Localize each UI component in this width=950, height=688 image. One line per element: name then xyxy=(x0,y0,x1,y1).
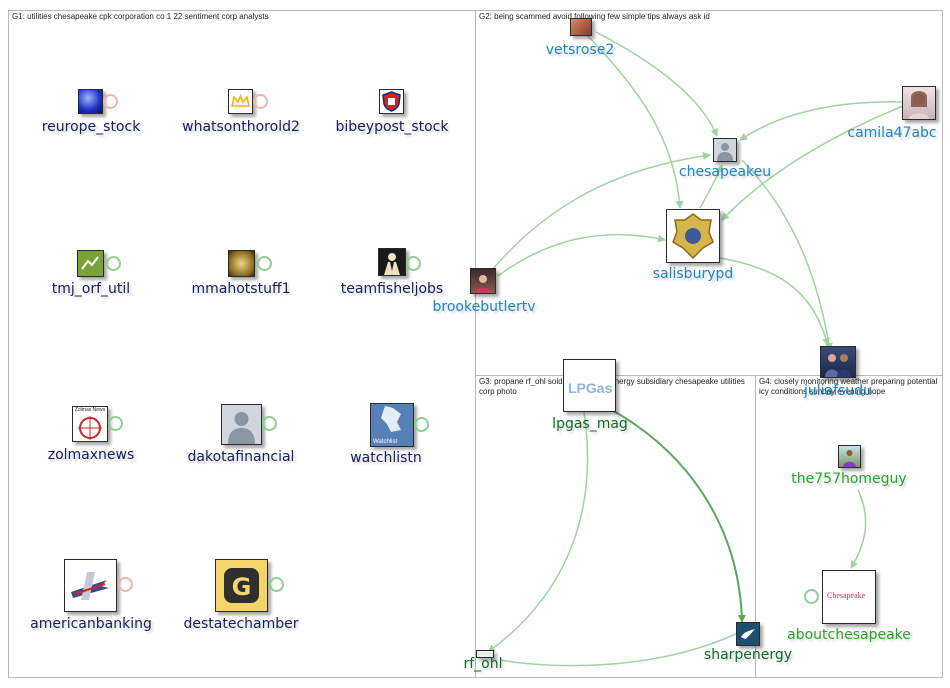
self-loop xyxy=(108,416,123,431)
globe-avatar xyxy=(78,89,103,114)
sharpenergy-avatar xyxy=(736,622,760,646)
self-loop xyxy=(262,416,277,431)
edge-vetsrose2-salisburypd xyxy=(585,33,684,209)
lpgas-logo-text: LPGas xyxy=(568,380,613,396)
default-avatar xyxy=(221,404,262,445)
node-label: vetsrose2 xyxy=(545,42,615,58)
arrow-logo-icon xyxy=(71,572,109,600)
node-label: watchlistn xyxy=(350,450,422,466)
node-label: juliafsudu xyxy=(804,383,872,399)
node-label: lpgas_mag xyxy=(552,416,628,432)
edge-salisburypd-juliafsudu xyxy=(719,257,830,346)
node-label: dakotafinancial xyxy=(187,449,295,465)
edge-sharpenergy-rf_ohl xyxy=(499,631,741,667)
person-icon xyxy=(379,249,405,275)
chesapeake-logo-text: Chesapeake xyxy=(827,591,866,600)
node-label: camila47abc xyxy=(847,125,937,141)
node-label: sharpenergy xyxy=(703,647,793,663)
edge-chesapeakeu-juliafsudu xyxy=(741,159,833,351)
zolmax-logo-text: Zolmax News xyxy=(74,407,106,413)
node-label: americanbanking xyxy=(30,616,152,632)
node-label: mmahotstuff1 xyxy=(191,281,291,297)
node-label: reurope_stock xyxy=(41,119,141,135)
person-photo-icon xyxy=(909,91,929,119)
edge-salisburypd-chesapeakeu xyxy=(699,164,724,209)
person-photo-icon xyxy=(475,275,491,293)
self-loop xyxy=(804,589,819,604)
group-title: G1: utilities chesapeake cpk corporation… xyxy=(12,12,269,21)
edge-vetsrose2-chesapeakeu xyxy=(595,31,719,137)
self-loop xyxy=(253,94,268,109)
node-label: teamfisheljobs xyxy=(340,281,444,297)
node-label: zolmaxnews xyxy=(47,447,135,463)
node-label: chesapeakeu xyxy=(678,164,772,180)
watchlist-avatar: Watchlist News xyxy=(370,403,414,447)
node-label: brookebutlertv xyxy=(432,299,536,315)
map-icon xyxy=(371,404,413,434)
self-loop xyxy=(103,94,118,109)
node-label: the757homeguy xyxy=(791,471,907,487)
photo-avatar xyxy=(838,445,861,468)
banking-avatar xyxy=(64,559,117,612)
lpgas-avatar: LPGas xyxy=(563,359,616,412)
photo-avatar xyxy=(570,18,592,36)
shield-avatar xyxy=(379,89,404,114)
chesapeake-logo-avatar: Chesapeake xyxy=(822,570,876,624)
node-label: tmj_orf_util xyxy=(51,281,131,297)
photo-avatar xyxy=(902,86,936,120)
node-label: bibeypost_stock xyxy=(335,119,449,135)
edge-camila-salisburypd xyxy=(721,105,904,221)
user-icon xyxy=(717,143,733,161)
edge-lpgas-sharpenergy xyxy=(611,409,746,623)
node-label: salisburypd xyxy=(652,266,734,282)
person-avatar xyxy=(378,248,406,276)
person-photo-icon xyxy=(843,450,856,467)
group-photo-icon xyxy=(825,354,851,377)
self-loop xyxy=(118,577,133,592)
crown-avatar xyxy=(228,89,253,114)
gold-avatar xyxy=(228,250,255,277)
badge-avatar xyxy=(666,209,720,263)
chart-avatar xyxy=(77,250,104,277)
node-label: rf_ohl xyxy=(463,656,503,672)
small-avatar xyxy=(476,650,494,658)
node-label: aboutchesapeake xyxy=(787,627,911,643)
default-avatar xyxy=(713,138,737,162)
group-title: G4: closely monitoring weather preparing… xyxy=(759,377,938,396)
self-loop xyxy=(406,256,421,271)
shield-icon xyxy=(382,91,401,112)
self-loop xyxy=(269,577,284,592)
self-loop xyxy=(414,417,429,432)
chamber-avatar: G xyxy=(215,559,268,612)
user-icon xyxy=(228,412,255,444)
edge-the757homeguy-aboutchesapeake xyxy=(850,489,867,569)
self-loop xyxy=(106,256,121,271)
node-label: destatechamber xyxy=(183,616,299,632)
svg-text:G: G xyxy=(232,573,252,601)
photo-avatar xyxy=(470,268,496,294)
watchlist-logo-text: Watchlist News xyxy=(373,439,398,445)
self-loop xyxy=(257,256,272,271)
edge-camila-chesapeakeu xyxy=(739,101,904,141)
bird-logo-icon xyxy=(741,629,755,639)
node-label: whatsonthorold2 xyxy=(182,119,300,135)
edge-brooke-salisburypd xyxy=(497,233,666,277)
target-icon xyxy=(78,416,102,440)
zolmax-avatar: Zolmax News xyxy=(72,406,108,442)
crown-icon xyxy=(231,94,250,107)
police-badge-icon xyxy=(672,213,714,260)
trend-icon xyxy=(81,256,99,270)
group-title: G2: being scammed avoid following few si… xyxy=(479,12,710,21)
edge-brooke-chesapeakeu xyxy=(491,152,711,271)
edge-lpgas-rf_ohl xyxy=(487,411,589,653)
photo-avatar xyxy=(820,346,856,378)
g-logo-icon: G xyxy=(224,568,259,603)
